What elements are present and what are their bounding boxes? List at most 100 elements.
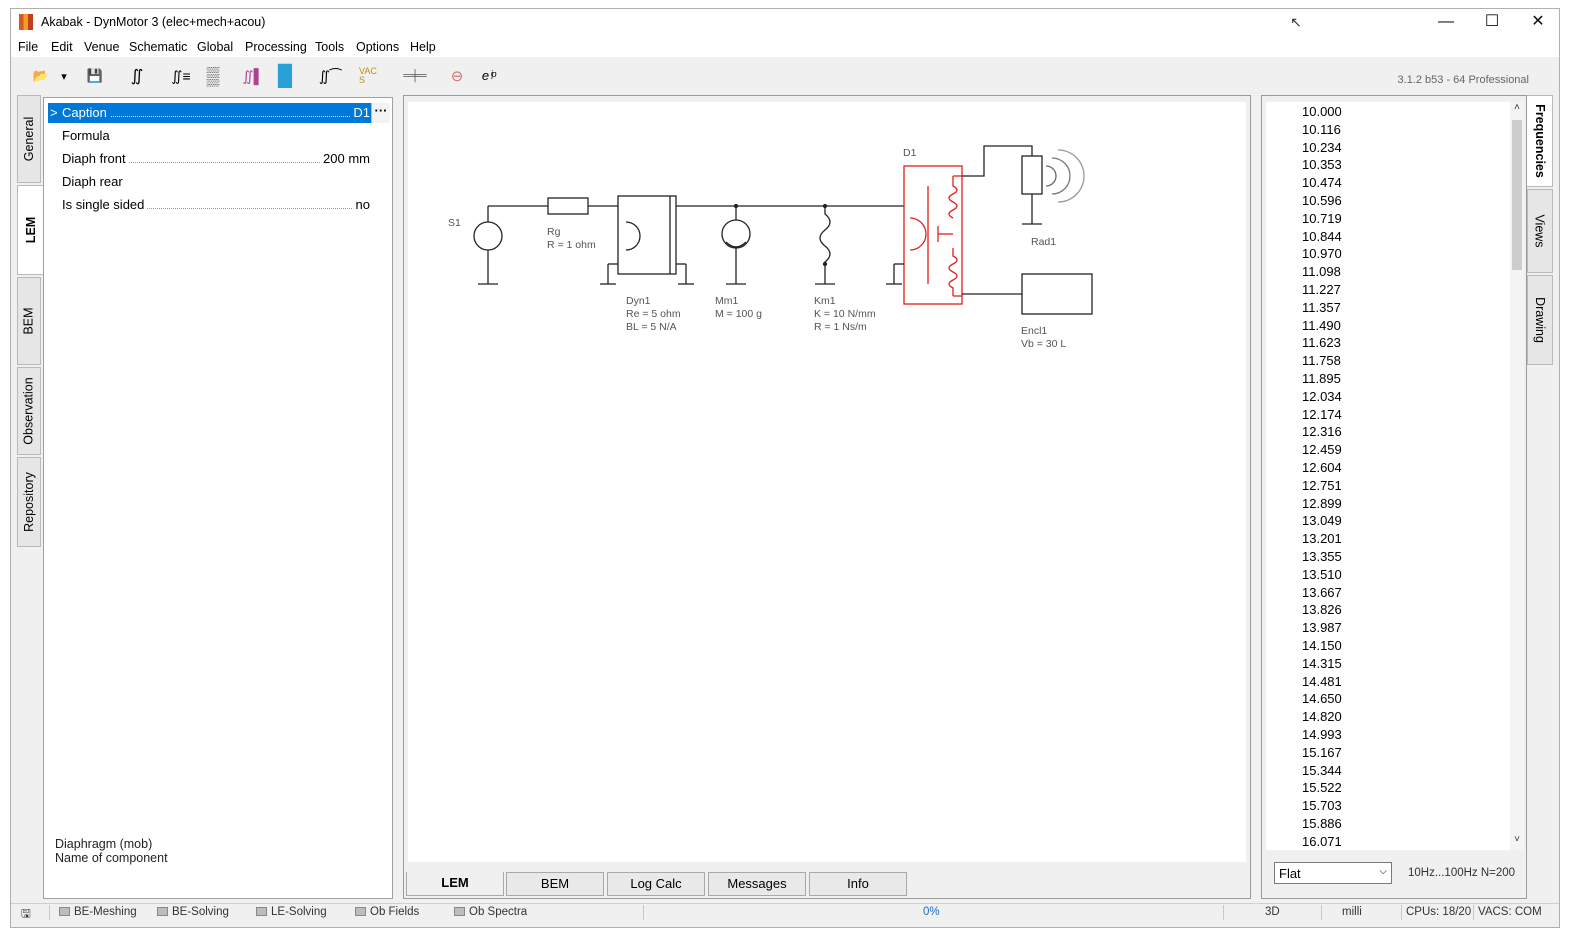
frequency-item[interactable]: 15.886 — [1302, 816, 1342, 831]
scroll-thumb[interactable] — [1512, 120, 1522, 270]
frequency-item[interactable]: 10.844 — [1302, 228, 1342, 244]
tab-info[interactable]: Info — [809, 872, 907, 896]
property-formula[interactable]: Formula — [48, 126, 390, 146]
frequency-item[interactable]: 11.490 — [1302, 317, 1341, 333]
frequency-list[interactable]: 10.000 10.116 10.234 10.353 10.474 10.596 10.7… — [1266, 102, 1510, 850]
frequency-item[interactable]: 11.098 — [1302, 264, 1341, 280]
frequency-item[interactable]: 13.667 — [1302, 584, 1342, 600]
component-rad1[interactable] — [962, 145, 1085, 225]
frequency-item[interactable]: 10.970 — [1302, 246, 1342, 262]
menu-processing[interactable]: Processing — [245, 40, 307, 54]
menu-edit[interactable]: Edit — [51, 40, 73, 54]
property-diaph-rear[interactable]: Diaph rear — [48, 172, 390, 192]
scroll-up-icon[interactable]: ˄ — [1514, 102, 1520, 113]
scroll-down-icon[interactable]: ˅ — [1514, 834, 1520, 845]
component-d1[interactable] — [886, 165, 963, 305]
frequency-item[interactable]: 16.071 — [1302, 833, 1342, 849]
minimize-button[interactable]: — — [1438, 13, 1454, 30]
frequency-item[interactable]: 13.987 — [1302, 620, 1342, 636]
frequency-item[interactable]: 12.316 — [1302, 424, 1342, 440]
probe-icon[interactable]: ⊖ — [450, 68, 464, 85]
close-button[interactable]: ✕ — [1531, 13, 1545, 30]
frequency-item[interactable]: 14.993 — [1302, 727, 1342, 742]
frequency-item[interactable]: 12.174 — [1302, 406, 1342, 422]
distribution-select[interactable]: Flat ⌵ — [1274, 862, 1392, 884]
frequency-scrollbar[interactable]: ˄ ˅ — [1510, 102, 1524, 850]
integral-icon[interactable]: ∬ — [130, 68, 144, 85]
frequency-item[interactable]: 10.719 — [1302, 210, 1342, 226]
tab-bem[interactable]: BEM — [17, 277, 41, 365]
tab-drawing[interactable]: Drawing — [1527, 275, 1553, 365]
integral-list-icon[interactable]: ∬≡ — [171, 67, 191, 84]
maximize-button[interactable]: ☐ — [1484, 13, 1500, 30]
component-rg[interactable] — [547, 197, 589, 215]
component-km1[interactable] — [815, 203, 835, 285]
frequency-item[interactable]: 12.899 — [1302, 495, 1342, 511]
property-diaph-front[interactable]: Diaph front 200 mm — [48, 149, 390, 169]
integral-curve-icon[interactable]: ∬⁀ — [318, 67, 342, 84]
euler-formula-icon[interactable]: eⁱᵖ — [481, 68, 497, 83]
vacs-icon[interactable]: VACS — [359, 66, 377, 85]
tab-bem-bottom[interactable]: BEM — [506, 872, 604, 896]
frequency-item[interactable]: 14.820 — [1302, 709, 1342, 725]
frequency-item[interactable]: 10.596 — [1302, 193, 1342, 208]
component-encl1[interactable] — [962, 273, 1093, 315]
property-is-single-sided[interactable]: Is single sided no — [48, 195, 390, 215]
schematic-diagram[interactable]: S1 Rg R = 1 ohm Dyn1 Re = 5 ohm BL = 5 N… — [408, 102, 1246, 862]
dropdown-arrow-icon[interactable]: ▾ — [61, 70, 67, 83]
open-folder-icon[interactable]: 📂 — [32, 68, 50, 83]
frequency-item[interactable]: 13.355 — [1302, 549, 1342, 564]
frequency-item[interactable]: 13.510 — [1302, 566, 1342, 582]
menu-help[interactable]: Help — [410, 40, 436, 54]
tab-observation[interactable]: Observation — [17, 367, 41, 455]
frequency-item[interactable]: 12.751 — [1302, 477, 1342, 493]
capacitor-icon[interactable]: ═╪═ — [403, 70, 427, 82]
frequency-item[interactable]: 10.116 — [1302, 121, 1341, 137]
tab-log-calc[interactable]: Log Calc — [607, 872, 705, 896]
component-dyn1[interactable] — [600, 195, 694, 285]
property-value[interactable]: 200 mm — [320, 151, 370, 166]
frequency-item[interactable]: 14.650 — [1302, 691, 1342, 707]
frequency-item[interactable]: 13.201 — [1302, 531, 1342, 547]
frequency-item[interactable]: 11.758 — [1302, 353, 1341, 369]
menu-options[interactable]: Options — [356, 40, 400, 54]
frequency-item[interactable]: 11.623 — [1302, 335, 1341, 351]
frequency-item[interactable]: 15.167 — [1302, 744, 1342, 760]
property-value[interactable]: D1 — [350, 105, 370, 120]
menu-global[interactable]: Global — [197, 40, 234, 54]
menu-file[interactable]: File — [18, 40, 39, 54]
frequency-item[interactable]: 13.049 — [1302, 513, 1342, 529]
tab-frequencies[interactable]: Frequencies — [1527, 95, 1553, 187]
component-s1[interactable] — [473, 206, 503, 285]
tab-views[interactable]: Views — [1527, 189, 1553, 273]
frequency-item[interactable]: 11.895 — [1302, 371, 1341, 386]
frequency-item[interactable]: 10.353 — [1302, 157, 1342, 173]
frequency-item[interactable]: 11.227 — [1302, 282, 1341, 297]
frequency-item[interactable]: 12.459 — [1302, 442, 1342, 458]
save-icon[interactable]: 💾 — [86, 68, 104, 83]
frequency-item[interactable]: 10.000 — [1302, 104, 1342, 119]
property-caption[interactable]: > Caption D1 ··· — [48, 103, 390, 123]
menu-tools[interactable]: Tools — [315, 40, 345, 54]
component-mm1[interactable] — [721, 203, 751, 285]
tab-repository[interactable]: Repository — [17, 457, 41, 547]
schematic-canvas[interactable]: S1 Rg R = 1 ohm Dyn1 Re = 5 ohm BL = 5 N… — [408, 102, 1246, 862]
color-map-icon[interactable]: █ — [277, 64, 293, 87]
frequency-item[interactable]: 14.315 — [1302, 655, 1342, 671]
tab-general[interactable]: General — [17, 95, 41, 183]
ellipsis-button[interactable]: ··· — [371, 103, 390, 123]
frequency-item[interactable]: 12.034 — [1302, 388, 1342, 404]
frequency-item[interactable]: 14.481 — [1302, 673, 1342, 689]
frequency-item[interactable]: 10.234 — [1302, 139, 1342, 155]
integral-bars-icon[interactable]: ∬▌ — [242, 67, 264, 84]
frequency-item[interactable]: 10.474 — [1302, 175, 1342, 191]
frequency-item[interactable]: 13.826 — [1302, 602, 1342, 618]
menu-schematic[interactable]: Schematic — [129, 40, 188, 54]
frequency-item[interactable]: 12.604 — [1302, 460, 1342, 475]
tab-lem-bottom[interactable]: LEM — [406, 872, 504, 896]
property-value[interactable]: no — [352, 197, 370, 212]
frequency-item[interactable]: 15.344 — [1302, 762, 1342, 778]
frequency-item[interactable]: 14.150 — [1302, 638, 1342, 653]
mesh-icon[interactable]: ▒ — [206, 65, 220, 86]
frequency-item[interactable]: 15.522 — [1302, 780, 1342, 796]
